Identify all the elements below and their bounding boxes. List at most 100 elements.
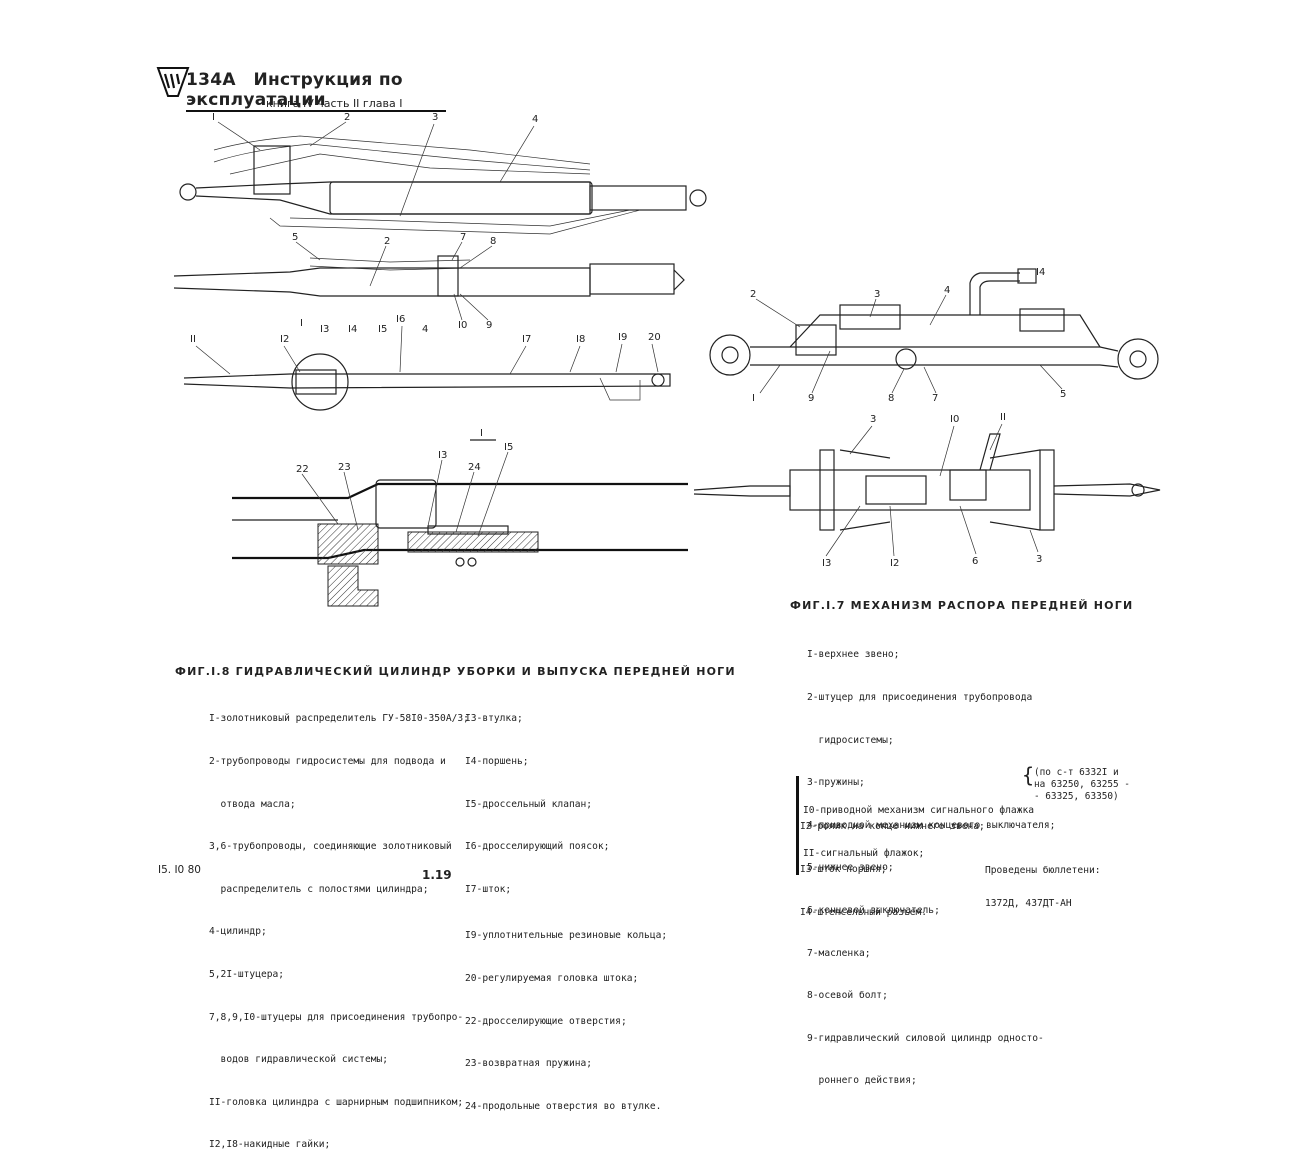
callout-4: 4 <box>944 285 950 296</box>
legend-item: 24-продольные отверстия во втулке. <box>465 1100 662 1112</box>
legend-item: 4-цилиндр; <box>209 926 267 938</box>
callout-ii: II <box>190 334 196 345</box>
callout-22: 22 <box>296 464 309 475</box>
manufacturer-logo <box>156 67 190 97</box>
callout-5: 5 <box>292 232 298 243</box>
callout-i0: I0 <box>950 414 959 425</box>
legend-item: 23-возвратная пружина; <box>465 1058 593 1070</box>
legend-item: I3-шток поршня; <box>800 864 887 875</box>
callout-i7: I7 <box>522 334 531 345</box>
callout-i9: I9 <box>618 332 627 343</box>
fig18-caption: ФИГ.I.8 ГИДРАВЛИЧЕСКИЙ ЦИЛИНДР УБОРКИ И … <box>175 665 736 678</box>
callout-2: 2 <box>344 112 350 123</box>
legend-item: 6-концевой выключатель; <box>807 904 940 916</box>
callout-i-b: I <box>300 318 303 329</box>
legend-item: I4-поршень; <box>465 756 529 767</box>
legend-item: 20-регулируемая головка штока; <box>465 972 639 984</box>
legend-item: 4-приводной механизм концевого выключате… <box>807 819 1056 831</box>
fig17-caption: ФИГ.I.7 МЕХАНИЗМ РАСПОРА ПЕРЕДНЕЙ НОГИ <box>790 599 1134 612</box>
callout-8: 8 <box>490 236 496 247</box>
callout-2: 2 <box>750 289 756 300</box>
callout-3: 3 <box>432 112 438 123</box>
fig17-side-view-drawing: I4 2 3 4 I 9 8 7 5 <box>709 267 1159 404</box>
model-number: 134A <box>186 70 236 90</box>
callout-ii: II <box>1000 412 1006 423</box>
header: 134A Инструкция по эксплуатации <box>186 70 446 112</box>
fig18-section-detail-drawing: 22 23 I3 24 I5 <box>232 442 688 607</box>
bulletin-note-line1: Проведены бюллетени: <box>985 865 1101 876</box>
callout-i3: I3 <box>320 324 329 335</box>
fig17-top-view-drawing: 3 I0 II I3 I2 6 3 <box>693 412 1161 569</box>
callout-23: 23 <box>338 462 351 473</box>
callout-9: 9 <box>808 393 814 404</box>
legend-item: 2-трубопроводы гидросистемы для подвода … <box>209 756 446 767</box>
legend-item: 9-гидравлический силовой цилиндр односто… <box>807 1032 1044 1044</box>
legend-item: II-головка цилиндра с шарнирным подшипни… <box>209 1096 464 1108</box>
bulletin-note-line2: 1372Д, 437ДТ-АН <box>985 898 1072 909</box>
legend-item: I6-дросселирующий поясок; <box>465 841 610 853</box>
fig18-legend-left: I-золотниковый распределитель ГУ-58I0-35… <box>209 684 469 1167</box>
callout-2b: 2 <box>384 236 390 247</box>
callout-i3-detail: I3 <box>438 450 447 461</box>
legend-item: роннего действия; <box>807 1075 917 1087</box>
callout-i: I <box>752 393 755 404</box>
footer-date: I5. I0 80 <box>158 864 201 876</box>
legend-item: II-сигнальный флажок; <box>803 848 925 859</box>
legend-item: водов гидравлической системы; <box>209 1054 389 1066</box>
callout-7: 7 <box>460 232 466 243</box>
callout-i2: I2 <box>280 334 289 345</box>
callout-i: I <box>212 112 215 123</box>
callout-6: 6 <box>972 556 978 567</box>
legend-item: 8-осевой болт; <box>807 990 888 1002</box>
fig18-top-assembly-drawing: I 2 3 4 5 2 7 8 9 I0 II I2 I I3 I4 I5 I6… <box>173 112 707 441</box>
legend-item: I2,I8-накидные гайки; <box>209 1139 331 1151</box>
bulletin-note: Проведены бюллетени: 1372Д, 437ДТ-АН <box>985 843 1101 920</box>
callout-24: 24 <box>468 462 481 473</box>
legend-item: I2-ролик на конце нижнего звена; <box>800 821 985 833</box>
callout-3-top: 3 <box>870 414 876 425</box>
legend-item: 7-масленка; <box>807 947 871 959</box>
callout-3-bottom: 3 <box>1036 554 1042 565</box>
callout-8: 8 <box>888 393 894 404</box>
callout-3: 3 <box>874 289 880 300</box>
legend-item: I5-дроссельный клапан; <box>465 798 593 810</box>
fig17-legend-tail: I2-ролик на конце нижнего звена; I3-шток… <box>800 792 985 934</box>
legend-item: отвода масла; <box>209 798 296 810</box>
legend-item: I9-уплотнительные резиновые кольца; <box>465 930 668 942</box>
callout-4b: 4 <box>422 324 428 335</box>
legend-item: I-верхнее звено; <box>807 649 900 661</box>
legend-item: I4-штепсельный разъем. <box>800 906 928 918</box>
curly-brace: { <box>1022 763 1035 787</box>
legend-item: 22-дросселирующие отверстия; <box>465 1015 627 1027</box>
callout-i5-detail: I5 <box>504 442 513 453</box>
legend-item: 3-пружины; <box>807 777 865 789</box>
legend-item: I3-втулка; <box>465 713 523 725</box>
legend-item: 2-штуцер для присоединения трубопровода <box>807 692 1033 703</box>
callout-9: 9 <box>486 320 492 331</box>
fig18-legend-right: I3-втулка; I4-поршень; I5-дроссельный кл… <box>465 684 667 1128</box>
legend-item: I7-шток; <box>465 883 512 895</box>
legend-item: I0-приводной механизм сигнального флажка <box>803 805 1035 817</box>
book-reference: книга IV часть II глава I <box>266 97 403 110</box>
callout-i6: I6 <box>396 314 405 325</box>
legend-item: 7,8,9,I0-штуцеры для присоединения трубо… <box>209 1011 464 1023</box>
legend-item: I-золотниковый распределитель ГУ-58I0-35… <box>209 713 469 725</box>
callout-i8: I8 <box>576 334 585 345</box>
legend-item: 3,6-трубопроводы, соединяющие золотников… <box>209 841 452 853</box>
fig17-legend-bracketed: I0-приводной механизм сигнального флажка… <box>796 776 1035 876</box>
page-number: 1.19 <box>422 868 452 882</box>
legend-item: 5,2I-штуцера; <box>209 968 285 980</box>
callout-i4: I4 <box>348 324 357 335</box>
legend-item: 5-нижнее звено; <box>807 862 894 874</box>
callout-20: 20 <box>648 332 661 343</box>
callout-5: 5 <box>1060 389 1066 400</box>
document-title: Инструкция по эксплуатации <box>186 70 403 110</box>
callout-i2: I2 <box>890 558 899 569</box>
bracket-note: (по с-т 6332I и на 63250, 63255 - - 6332… <box>1034 767 1130 802</box>
legend-item: гидросистемы; <box>807 734 894 746</box>
callout-i4: I4 <box>1036 267 1045 278</box>
legend-item: распределитель с полостями цилиндра; <box>209 883 429 895</box>
callout-i3: I3 <box>822 558 831 569</box>
callout-i5: I5 <box>378 324 387 335</box>
callout-4: 4 <box>532 114 538 125</box>
